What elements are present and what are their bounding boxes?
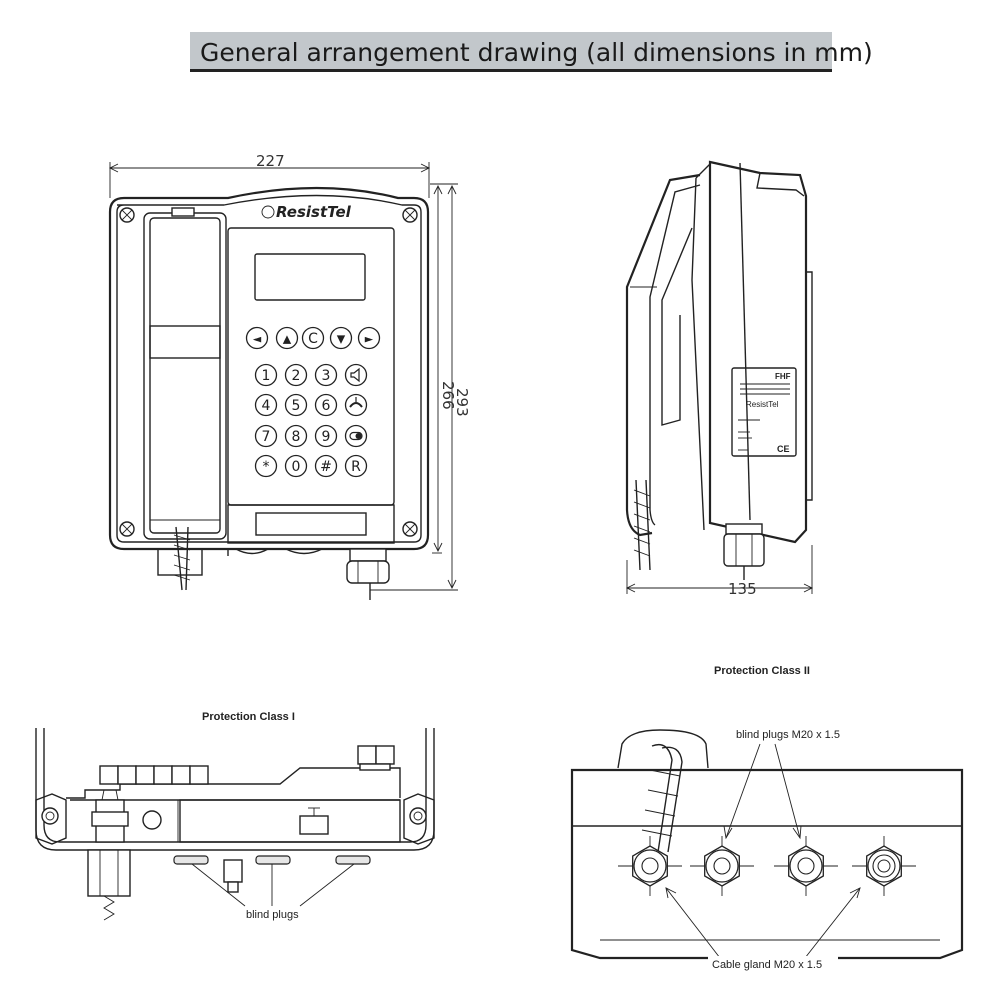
keypad-key[interactable]: 9 <box>314 424 338 448</box>
cable-gland <box>618 836 682 896</box>
cable-gland <box>723 523 765 580</box>
arrow-down-icon: ▼ <box>337 333 346 346</box>
keypad-key[interactable]: R <box>344 454 368 478</box>
dimension-height: 266 293 <box>370 183 471 591</box>
keypad-key[interactable]: ► <box>357 326 381 350</box>
svg-text:▼: ▼ <box>337 333 346 346</box>
keypad-key[interactable] <box>344 393 368 417</box>
protection-class-2-callout-bottom: Cable gland M20 x 1.5 <box>712 959 822 971</box>
keypad-key-label: 5 <box>292 398 301 414</box>
keypad-key-label: R <box>351 459 361 475</box>
keypad: ◄ ▲ C ▼ ► 1 2 3 4 5 6 7 8 9 * 0 # R <box>245 326 381 478</box>
callout-arrows <box>191 863 355 907</box>
blind-plug <box>690 836 754 896</box>
side-view: FHF ResistTel CE 135 <box>625 160 814 598</box>
keypad-key-label: C <box>308 331 318 347</box>
dimension-depth: 135 <box>625 545 814 598</box>
keypad-key[interactable]: 5 <box>284 393 308 417</box>
cable-gland <box>87 789 131 921</box>
dimension-height-body-label: 266 <box>439 381 457 410</box>
arrow-left-icon: ◄ <box>253 333 262 346</box>
cable-gland <box>346 548 390 600</box>
keypad-key-label: 9 <box>322 429 331 445</box>
dimension-width-label: 227 <box>256 152 285 170</box>
coiled-cord <box>633 479 651 571</box>
coiled-cord <box>641 743 683 853</box>
side-brand-label: ResistTel <box>746 400 779 409</box>
handset-icon <box>349 397 363 408</box>
arrow-up-icon: ▲ <box>283 333 292 346</box>
blind-plug <box>173 855 371 865</box>
keypad-key-label: 0 <box>292 459 301 475</box>
keypad-key[interactable] <box>344 424 368 448</box>
keypad-key-label: 6 <box>322 398 331 414</box>
front-view: 227 266 293 <box>108 152 471 600</box>
keypad-key[interactable]: 6 <box>314 393 338 417</box>
fhf-mark: FHF <box>775 372 791 381</box>
handset <box>143 207 227 540</box>
speaker-icon <box>350 367 360 383</box>
cable-glands <box>618 836 916 896</box>
keypad-key[interactable]: ▲ <box>275 326 299 350</box>
keypad-key-label: 3 <box>322 368 331 384</box>
keypad-key-label: 7 <box>262 429 271 445</box>
keypad-key[interactable]: 2 <box>284 363 308 387</box>
keypad-key[interactable]: 7 <box>254 424 278 448</box>
keypad-key[interactable] <box>344 363 368 387</box>
protection-class-2-callout-top: blind plugs M20 x 1.5 <box>736 729 840 741</box>
keypad-key[interactable]: ▼ <box>329 326 353 350</box>
screw-icon <box>119 207 418 537</box>
keypad-key[interactable]: 8 <box>284 424 308 448</box>
protection-class-2-title: Protection Class II <box>714 665 810 677</box>
brand-logo: ResistTel <box>261 203 352 221</box>
dimension-depth-label: 135 <box>728 580 757 598</box>
keypad-key[interactable]: C <box>301 326 325 350</box>
svg-text:▲: ▲ <box>283 333 292 346</box>
keypad-key-label: # <box>320 459 332 475</box>
callout-arrows <box>665 743 861 959</box>
protection-class-2-detail: Protection Class II blind plugs M20 x 1.… <box>570 665 964 972</box>
keypad-key[interactable]: 3 <box>314 363 338 387</box>
cable-gland <box>852 836 916 896</box>
keypad-key[interactable]: # <box>314 454 338 478</box>
mode-icon <box>349 431 363 441</box>
keypad-key-label: 1 <box>262 368 271 384</box>
coiled-cord <box>173 526 191 591</box>
keypad-key-label: 8 <box>292 429 301 445</box>
svg-text:►: ► <box>365 333 374 346</box>
keypad-key-label: * <box>263 459 270 475</box>
arrow-right-icon: ► <box>365 333 374 346</box>
keypad-key[interactable]: 0 <box>284 454 308 478</box>
protection-class-1-title: Protection Class I <box>202 711 295 723</box>
keypad-key[interactable]: 1 <box>254 363 278 387</box>
title-banner: General arrangement drawing (all dimensi… <box>190 32 873 72</box>
blind-plug <box>774 836 838 896</box>
protection-class-1-detail: Protection Class I <box>35 711 435 921</box>
svg-text:◄: ◄ <box>253 333 262 346</box>
terminal-block <box>99 745 395 785</box>
svg-text:CE: CE <box>777 444 790 454</box>
brand-label: ResistTel <box>276 203 352 221</box>
keypad-key[interactable]: ◄ <box>245 326 269 350</box>
page-title: General arrangement drawing (all dimensi… <box>200 38 873 67</box>
keypad-key[interactable]: * <box>254 454 278 478</box>
keypad-key-label: 2 <box>292 368 301 384</box>
keypad-key[interactable]: 4 <box>254 393 278 417</box>
protection-class-1-callout: blind plugs <box>246 909 299 921</box>
rating-label: FHF ResistTel CE <box>731 367 797 457</box>
keypad-key-label: 4 <box>262 398 271 414</box>
dimension-width: 227 <box>108 152 431 198</box>
dimension-height-total-label: 293 <box>453 388 471 417</box>
